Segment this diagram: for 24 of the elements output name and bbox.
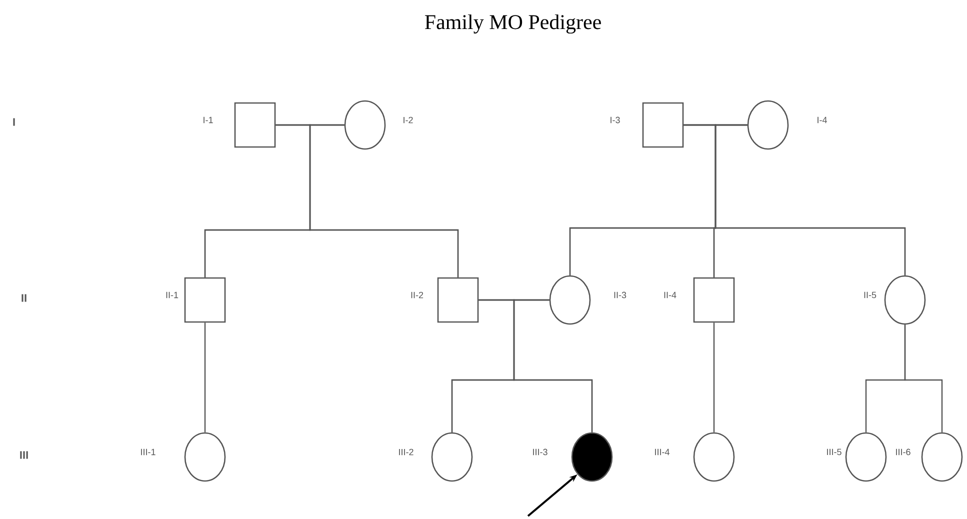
individual-label: II-5	[864, 292, 876, 298]
individual-label: III-2	[399, 448, 414, 456]
generation-label: II	[22, 294, 26, 302]
descent-line	[513, 299, 593, 432]
individual-label: III-5	[827, 448, 842, 456]
generation-label: I	[13, 118, 15, 126]
title: Family MO Pedigree	[424, 14, 601, 34]
individual-label: II-1	[166, 292, 178, 298]
descent-line	[204, 322, 206, 432]
individual-label: II-2	[411, 292, 424, 298]
individual-label: I-3	[610, 116, 620, 124]
individual-label: III-6	[896, 448, 910, 456]
descent-line	[713, 322, 715, 432]
descent-line	[309, 124, 459, 278]
individual-label: III-4	[655, 448, 670, 456]
individual-label: I-1	[204, 116, 213, 124]
individual-label: II-4	[664, 292, 676, 298]
individual-label: III-1	[141, 448, 156, 456]
individual-label: III-3	[533, 448, 548, 456]
generation-label: III	[20, 451, 28, 459]
individual-label: I-4	[818, 116, 827, 124]
individual-label: I-2	[404, 116, 413, 124]
individual-label: II-3	[614, 292, 626, 298]
descent-line	[904, 324, 943, 432]
